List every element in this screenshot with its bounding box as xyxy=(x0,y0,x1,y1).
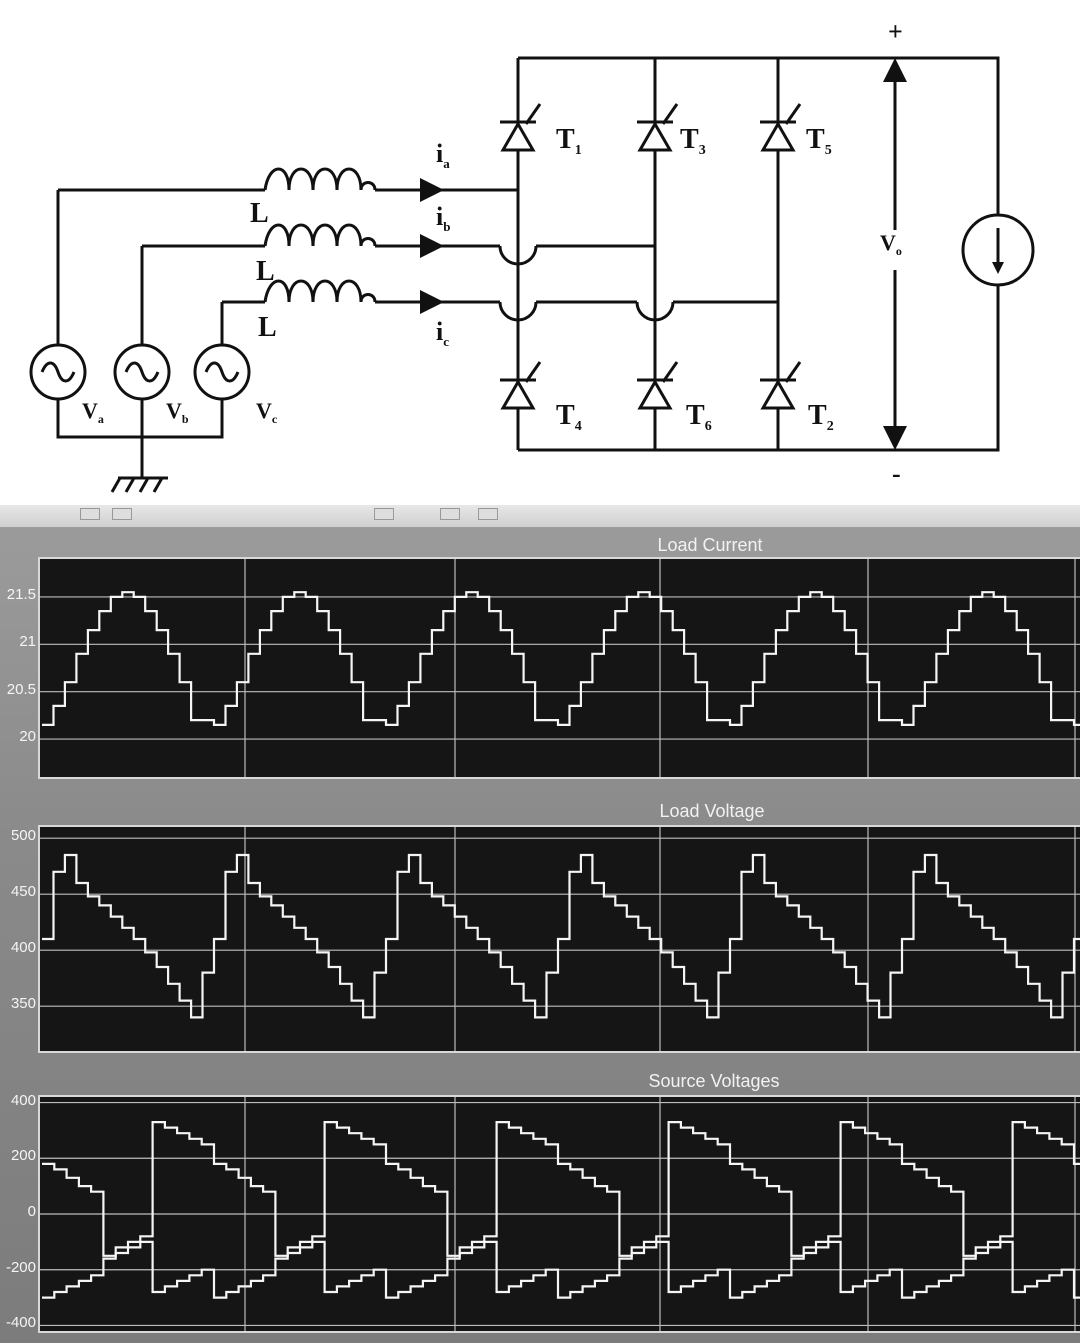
load-voltage-axes xyxy=(40,827,1080,1051)
current-c-label: ic xyxy=(436,317,449,349)
source-a-label: Va xyxy=(82,398,104,426)
plot-title-source-voltages: Source Voltages xyxy=(648,1071,780,1091)
output-voltage-label: Vo xyxy=(880,230,902,258)
scope-toolbar xyxy=(0,505,1080,527)
toolbar-button[interactable] xyxy=(440,508,460,520)
current-arrow-a-icon xyxy=(420,178,444,202)
toolbar-button[interactable] xyxy=(478,508,498,520)
inductor-b xyxy=(263,223,377,247)
toolbar-button[interactable] xyxy=(112,508,132,520)
toolbar-button[interactable] xyxy=(80,508,100,520)
load-current-axes xyxy=(40,559,1080,777)
t2-label: T2 xyxy=(808,400,834,434)
thyristor-t1-icon xyxy=(500,103,542,152)
positive-bus xyxy=(518,56,1000,250)
y-tick-label: 400 xyxy=(10,939,36,957)
y-tick-label: 450 xyxy=(10,883,36,901)
y-tick-label: 21 xyxy=(19,633,36,651)
current-arrow-c-icon xyxy=(420,290,444,314)
y-tick-label: 20 xyxy=(19,728,36,746)
y-tick-label: 500 xyxy=(10,827,36,845)
scope-window: Load Current 21.5 21 20.5 20 Load Voltage 5… xyxy=(0,505,1080,1343)
circuit-diagram: L L L ia ib ic Va Vb Vc T1 T3 T5 T4 T6 T… xyxy=(0,0,1080,505)
source-voltages-axes xyxy=(40,1097,1080,1331)
y-tick-label: -200 xyxy=(5,1258,36,1276)
inductor-a xyxy=(263,167,377,191)
source-c-label: Vc xyxy=(256,398,278,426)
minus-terminal-label: - xyxy=(892,459,901,488)
y-tick-label: 0 xyxy=(27,1203,36,1220)
plot-title-load-voltage: Load Voltage xyxy=(659,801,765,821)
source-b-label: Vb xyxy=(166,398,189,426)
t5-label: T5 xyxy=(806,124,832,158)
waveform-series-0 xyxy=(42,591,1080,726)
y-tick-label: 200 xyxy=(10,1147,36,1165)
y-tick-label: 350 xyxy=(10,995,36,1013)
current-b-label: ib xyxy=(436,202,450,234)
vo-arrowhead-down-icon xyxy=(883,426,907,450)
thyristor-t3-icon xyxy=(637,103,679,152)
waveform-series-0 xyxy=(42,1121,1080,1257)
load-current-plot[interactable] xyxy=(38,557,1080,779)
inductor-c xyxy=(263,279,377,303)
t1-label: T1 xyxy=(556,124,582,158)
waveform-series-0 xyxy=(42,853,1080,1019)
t4-label: T4 xyxy=(556,400,582,434)
inductor-a-label: L xyxy=(250,198,269,229)
current-arrow-b-icon xyxy=(420,234,444,258)
inductor-b-label: L xyxy=(256,256,275,287)
t3-label: T3 xyxy=(680,124,706,158)
plot-title-load-current: Load Current xyxy=(657,535,763,555)
y-tick-label: -400 xyxy=(5,1314,36,1332)
thyristor-t5-icon xyxy=(760,103,802,152)
inductor-c-label: L xyxy=(258,312,277,343)
source-voltages-plot[interactable] xyxy=(38,1095,1080,1333)
thyristor-t2-icon xyxy=(760,361,802,410)
toolbar-button[interactable] xyxy=(374,508,394,520)
thyristor-t4-icon xyxy=(500,361,542,410)
y-tick-label: 400 xyxy=(10,1091,36,1109)
plus-terminal-label: + xyxy=(888,17,903,46)
y-tick-label: 20.5 xyxy=(6,680,36,698)
negative-bus xyxy=(518,250,1000,452)
thyristor-t6-icon xyxy=(637,361,679,410)
load-voltage-plot[interactable] xyxy=(38,825,1080,1053)
t6-label: T6 xyxy=(686,400,712,434)
current-a-label: ia xyxy=(436,139,450,171)
vo-arrowhead-up-icon xyxy=(883,58,907,82)
circuit-schematic: L L L ia ib ic Va Vb Vc T1 T3 T5 T4 T6 T… xyxy=(29,17,1035,493)
y-tick-label: 21.5 xyxy=(6,585,36,603)
waveform-series-1 xyxy=(42,1240,1080,1299)
